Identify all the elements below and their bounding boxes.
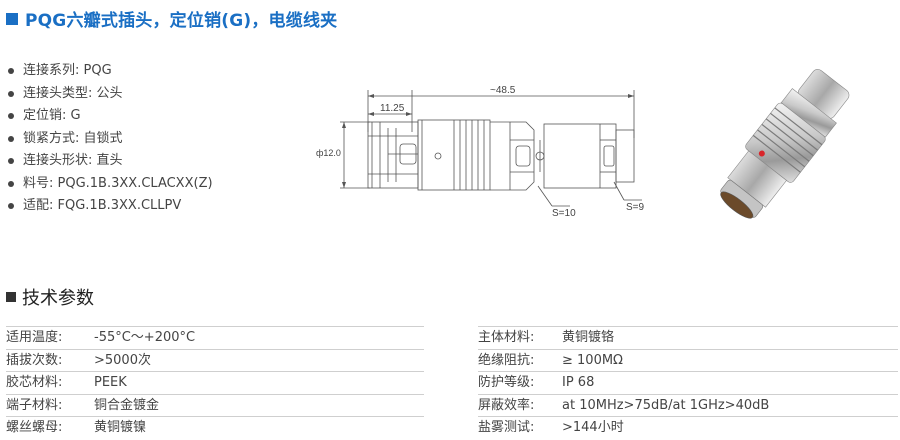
wrench-size-1: S=10 [552,208,576,219]
spec-text: 料号: PQG.1B.3XX.CLACXX(Z) [23,175,213,191]
arrow-icon [368,94,374,98]
param-value: 黄铜镀铬 [562,330,615,345]
param-value: IP 68 [562,375,595,390]
arrow-icon [342,182,346,188]
params-table-right: 主体材料: 黄铜镀铬 绝缘阻抗: ≥ 100MΩ 防护等级: IP 68 屏蔽效率: a… [478,326,898,439]
spec-list: 连接系列: PQG 连接头类型: 公头 定位销: G 锁紧方式: 自锁式 连接头… [8,60,213,218]
param-value: PEEK [94,375,127,390]
red-dot-mark [758,150,765,157]
spec-text: 连接头类型: 公头 [23,85,123,101]
dim-diameter-label: ф12.0 [316,148,341,158]
technical-drawing: ~48.5 11.25 ф12.0 S=10 S=9 [316,85,645,219]
bullet-icon [8,135,14,142]
table-row: 胶芯材料: PEEK [6,371,424,394]
param-key: 主体材料: [478,330,535,345]
arrow-icon [342,122,346,128]
param-key: 插拔次数: [6,352,63,368]
param-key: 盐雾测试: [478,420,535,435]
product-photo [720,69,850,219]
bullet-icon [8,90,14,97]
param-key: 胶芯材料: [6,375,63,390]
spec-text: 定位销: G [23,108,81,123]
param-key: 端子材料: [6,397,63,413]
spec-item: 连接头形状: 直头 [8,150,213,173]
bullet-icon [8,113,14,120]
spec-text: 连接头形状: 直头 [23,153,123,168]
table-row: 屏蔽效率: at 10MHz>75dB/at 1GHz>40dB [478,393,898,417]
title-square-icon [6,12,18,25]
table-row: 绝缘阻抗: ≥ 100MΩ [478,348,898,372]
param-value: >144小时 [562,420,624,435]
section-header: 技术参数 [6,284,94,310]
table-row: 螺丝螺母: 黄铜镀镍 [6,416,424,439]
bullet-icon [8,203,14,210]
param-value: at 10MHz>75dB/at 1GHz>40dB [562,397,770,413]
spec-text: 适配: FQG.1B.3XX.CLLPV [23,198,182,213]
arrow-icon [368,112,374,116]
spec-item: 连接系列: PQG [8,60,213,83]
param-key: 螺丝螺母: [6,420,63,435]
param-value: -55°C～+200°C [94,330,196,345]
dim-total-label: ~48.5 [490,85,516,96]
table-row: 主体材料: 黄铜镀铬 [478,326,898,349]
spec-item: 料号: PQG.1B.3XX.CLACXX(Z) [8,173,213,196]
wrench-size-2: S=9 [626,202,645,213]
page-header: PQG六瓣式插头，定位销(G)，电缆线夹 [6,6,337,31]
section-square-icon [6,292,16,302]
table-row: 适用温度: -55°C～+200°C [6,326,424,349]
param-key: 绝缘阻抗: [478,352,535,368]
dim-front-label: 11.25 [380,103,405,114]
cable-clamp-nut [543,123,617,189]
spec-item: 连接头类型: 公头 [8,83,213,106]
param-key: 适用温度: [6,330,63,345]
bullet-icon [8,158,14,165]
param-key: 防护等级: [478,375,535,390]
spec-text: 连接系列: PQG [23,63,112,78]
spec-text: 锁紧方式: 自锁式 [23,130,123,146]
param-value: 铜合金镀金 [94,397,160,413]
bullet-icon [8,180,14,187]
param-key: 屏蔽效率: [478,397,535,413]
spec-item: 适配: FQG.1B.3XX.CLLPV [8,195,213,218]
locating-mark [434,152,442,160]
connector-front-body [367,121,419,189]
page-title: PQG六瓣式插头，定位销(G)，电缆线夹 [25,11,338,31]
table-row: 端子材料: 铜合金镀金 [6,393,424,417]
section-title: 技术参数 [22,288,94,309]
param-value: ≥ 100MΩ [562,352,623,368]
arrow-icon [406,112,412,116]
bullet-icon [8,68,14,75]
param-value: 黄铜镀镍 [94,420,147,435]
spec-item: 锁紧方式: 自锁式 [8,128,213,151]
table-row: 盐雾测试: >144小时 [478,416,898,439]
params-table-left: 适用温度:-55°C～+200°C 插拔次数:>5000次 胶芯材料:PEEK … [6,326,424,439]
cable-clamp-end [615,129,635,183]
param-value: >5000次 [94,352,151,368]
arrow-icon [628,94,634,98]
spec-item: 定位销: G [8,105,213,128]
table-row: 插拔次数: >5000次 [6,348,424,372]
table-row: 防护等级: IP 68 [478,371,898,394]
